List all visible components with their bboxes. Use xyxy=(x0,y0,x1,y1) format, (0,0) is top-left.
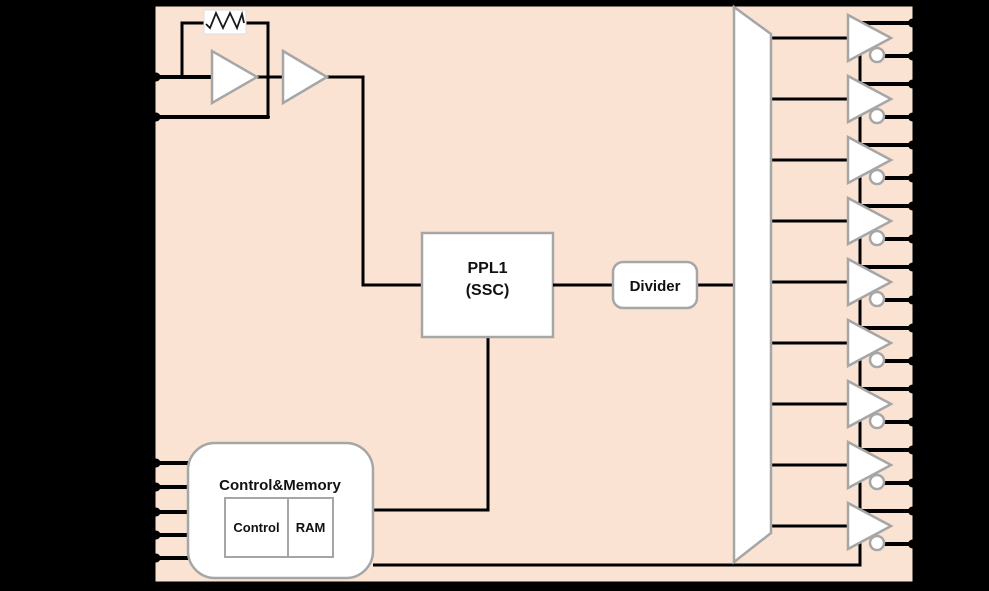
control-input-pin-2 xyxy=(151,482,161,492)
buffer-8-inverted-output-pin xyxy=(908,478,917,488)
buffer-2-inverted-output-pin xyxy=(908,112,917,122)
output-buffer-shapes xyxy=(846,12,894,552)
ram-sub-box xyxy=(287,497,334,558)
buffer-1-output-pin xyxy=(908,18,917,28)
control-input-pin-5 xyxy=(151,553,161,563)
buffer-4-inverted-output-pin xyxy=(908,234,917,244)
osc-amplifier-1-icon xyxy=(210,48,260,106)
buffer-2-inverter-bubble-icon xyxy=(868,107,886,125)
resistor-zigzag-icon xyxy=(205,10,245,31)
buffer-5-output-pin xyxy=(908,262,917,272)
xin-pin xyxy=(151,72,161,82)
buffer-4-amplifier-icon xyxy=(846,195,894,247)
pll-box xyxy=(420,231,555,339)
control-memory-block: Control&Memory Control RAM xyxy=(186,441,375,580)
buffer-1-inverter-bubble-icon xyxy=(868,46,886,64)
buffer-2-output-pin xyxy=(908,79,917,89)
divider-block: Divider xyxy=(611,260,699,310)
divider-label: Divider xyxy=(630,278,681,295)
divider-box xyxy=(611,260,699,310)
buffer-5-inverted-output-pin xyxy=(908,295,917,305)
pll-block: PPL1 (SSC) xyxy=(420,231,555,339)
control-input-pin-1 xyxy=(151,458,161,468)
buffer-6-amplifier-icon xyxy=(846,317,894,369)
buffer-3-inverted-output-pin xyxy=(908,173,917,183)
control-input-pin-4 xyxy=(151,530,161,540)
control-sub-box xyxy=(224,497,289,558)
control-memory-title: Control&Memory xyxy=(219,477,341,494)
buffer-6-output-pin xyxy=(908,323,917,333)
buffer-8-amplifier-icon xyxy=(846,439,894,491)
control-sub-label: Control xyxy=(233,520,279,535)
buffer-5-inverter-bubble-icon xyxy=(868,290,886,308)
buffer-3-inverter-bubble-icon xyxy=(868,168,886,186)
control-input-pins xyxy=(149,458,190,563)
buffer-8-output-pin xyxy=(908,445,917,455)
buffer-1-inverted-output-pin xyxy=(908,51,917,61)
buffer-4-inverter-bubble-icon xyxy=(868,229,886,247)
buffer-6-inverted-output-pin xyxy=(908,356,917,366)
ram-sub-label: RAM xyxy=(296,520,326,535)
buffer-7-inverter-bubble-icon xyxy=(868,412,886,430)
osc-amplifier-2-icon xyxy=(281,48,330,106)
xout-pin xyxy=(151,112,161,122)
fanout-mux-icon xyxy=(732,4,773,565)
buffer-8-inverter-bubble-icon xyxy=(868,473,886,491)
buffer-7-inverted-output-pin xyxy=(908,417,917,427)
buffer-9-output-pin xyxy=(908,506,917,516)
buffer-4-output-pin xyxy=(908,201,917,211)
pll-label-line1: PPL1 xyxy=(467,260,507,277)
buffer-9-inverted-output-pin xyxy=(908,539,917,549)
buffer-5-amplifier-icon xyxy=(846,256,894,308)
pll-to-control-wire xyxy=(373,337,490,512)
buffer-3-amplifier-icon xyxy=(846,134,894,186)
buffer-7-output-pin xyxy=(908,384,917,394)
control-input-pin-3 xyxy=(151,507,161,517)
buffer-3-output-pin xyxy=(908,140,917,150)
pll-label-line2: (SSC) xyxy=(466,282,510,299)
buffer-1-amplifier-icon xyxy=(846,12,894,64)
oscillator-section xyxy=(149,9,422,287)
buffer-9-inverter-bubble-icon xyxy=(868,534,886,552)
buffer-6-inverter-bubble-icon xyxy=(868,351,886,369)
osc-to-pll-wire xyxy=(327,75,422,287)
buffer-7-amplifier-icon xyxy=(846,378,894,430)
buffer-9-amplifier-icon xyxy=(846,500,894,552)
buffer-2-amplifier-icon xyxy=(846,73,894,125)
